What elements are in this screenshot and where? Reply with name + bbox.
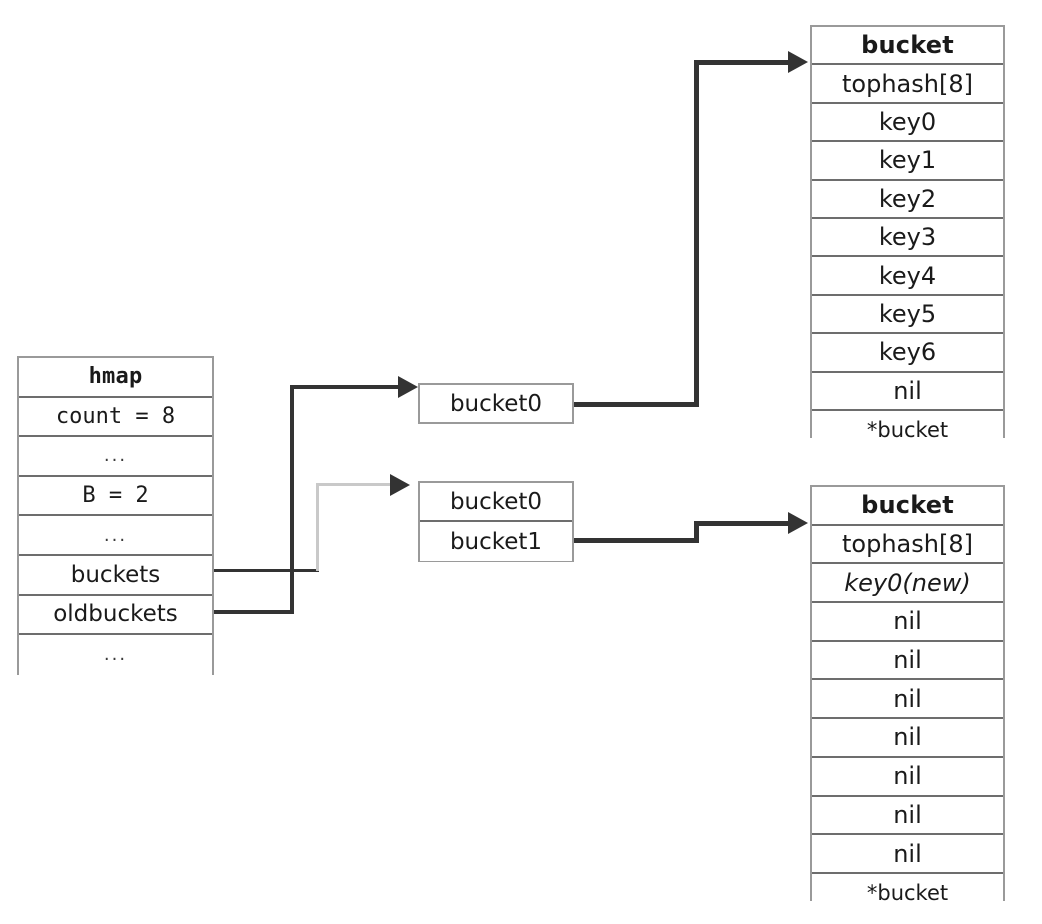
arrowhead-to-bucket-top — [788, 51, 808, 73]
buckets-array-row-bucket0: bucket0 — [420, 483, 572, 522]
bucket-top-row-overflow-pointer: *bucket — [812, 410, 1003, 450]
connector-bucket1-vertical-step — [694, 521, 699, 543]
bucket-bottom-row-key0-new: key0(new) — [812, 564, 1003, 604]
bucket-struct-bottom: bucket tophash[8] key0(new) nil nil nil … — [810, 485, 1005, 913]
bucket-top-row-key0: key0 — [812, 103, 1003, 143]
bucket-bottom-row-nil-1: nil — [812, 603, 1003, 642]
hmap-row-ellipsis-1: ... — [19, 437, 212, 477]
bucket-bottom-row-nil-4: nil — [812, 719, 1003, 758]
bucket-top-header: bucket — [812, 27, 1003, 66]
connector-oldbuckets-horizontal-stub — [213, 610, 294, 614]
connector-bucket0-vertical — [694, 60, 699, 407]
bucket-bottom-row-tophash: tophash[8] — [812, 525, 1003, 565]
connector-buckets-horizontal-run — [316, 483, 400, 486]
bucket-top-row-key6: key6 — [812, 334, 1003, 373]
bucket-top-row-key1: key1 — [812, 142, 1003, 181]
connector-buckets-horizontal-stub — [213, 569, 319, 572]
hmap-row-b: B = 2 — [19, 476, 212, 517]
connector-bucket1-horizontal-upper — [694, 521, 792, 526]
bucket-bottom-row-nil-6: nil — [812, 796, 1003, 836]
hmap-row-ellipsis-3: ... — [19, 635, 212, 675]
arrowhead-to-upper-bucket0 — [398, 376, 418, 398]
connector-bucket0-horizontal-lower — [573, 402, 699, 407]
bucket-top-row-key2: key2 — [812, 180, 1003, 219]
hmap-row-oldbuckets: oldbuckets — [19, 595, 212, 636]
bucket-bottom-row-nil-5: nil — [812, 757, 1003, 797]
hmap-row-count: count = 8 — [19, 397, 212, 438]
bucket-bottom-row-nil-3: nil — [812, 680, 1003, 720]
hmap-row-ellipsis-2: ... — [19, 516, 212, 556]
oldbuckets-array-row-bucket0: bucket0 — [420, 385, 572, 422]
connector-bucket1-horizontal-lower — [573, 538, 699, 543]
bucket-top-row-nil: nil — [812, 372, 1003, 411]
oldbuckets-array: bucket0 — [418, 383, 574, 424]
bucket-bottom-row-nil-7: nil — [812, 835, 1003, 874]
hmap-row-buckets: buckets — [19, 555, 212, 596]
connector-oldbuckets-horizontal-run — [290, 385, 400, 389]
bucket-struct-top: bucket tophash[8] key0 key1 key2 key3 ke… — [810, 25, 1005, 450]
bucket-bottom-row-overflow-pointer: *bucket — [812, 873, 1003, 913]
bucket-bottom-row-nil-2: nil — [812, 641, 1003, 681]
bucket-bottom-header: bucket — [812, 487, 1003, 526]
buckets-array: bucket0 bucket1 — [418, 481, 574, 562]
hmap-header: hmap — [19, 358, 212, 398]
arrowhead-to-bucket-bottom — [788, 512, 808, 534]
buckets-array-row-bucket1: bucket1 — [420, 522, 572, 561]
bucket-top-row-key3: key3 — [812, 218, 1003, 258]
hmap-struct: hmap count = 8 ... B = 2 ... buckets old… — [17, 356, 214, 675]
connector-bucket0-horizontal-upper — [694, 60, 792, 65]
arrowhead-to-lower-bucket-array — [390, 474, 410, 496]
connector-oldbuckets-vertical — [290, 385, 294, 614]
bucket-top-row-tophash: tophash[8] — [812, 65, 1003, 104]
bucket-top-row-key5: key5 — [812, 295, 1003, 335]
connector-buckets-vertical — [316, 483, 319, 571]
bucket-top-row-key4: key4 — [812, 257, 1003, 296]
